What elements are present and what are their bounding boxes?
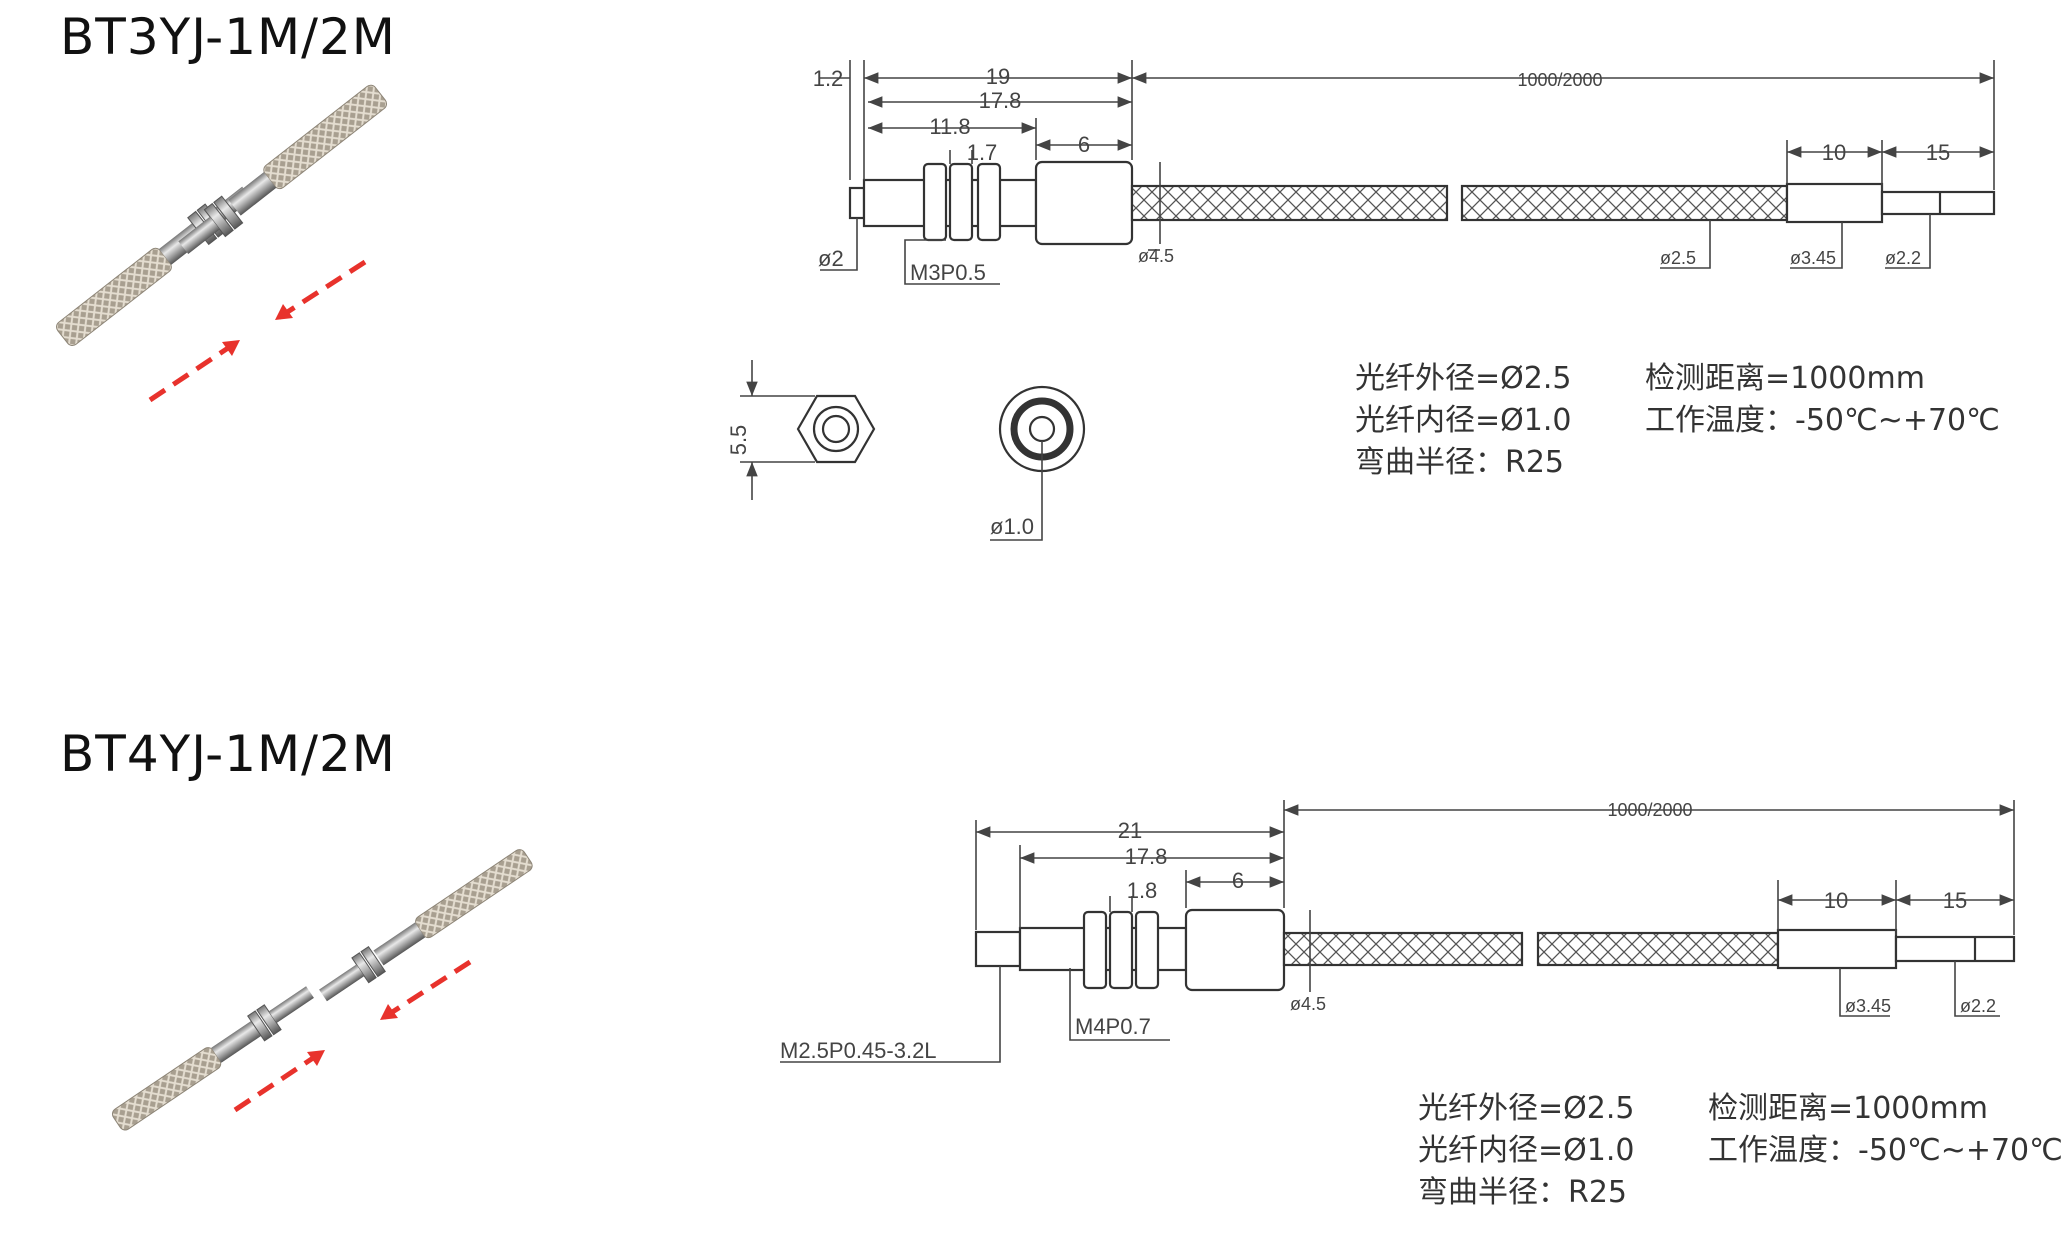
model-title-1: BT3YJ-1M/2M — [60, 8, 396, 66]
spec2-temp: 工作温度：-50℃~+70℃ — [1708, 1133, 2063, 1168]
spec-temp: 工作温度：-50℃~+70℃ — [1645, 403, 2000, 438]
spec-outer-dia: 光纤外径=Ø2.5 — [1355, 361, 1571, 396]
end-view-dims-1 — [740, 360, 1043, 541]
dim-tip: 1.2 — [813, 66, 844, 91]
dimension-labels-2: 21 1000/2000 17.8 1.8 6 10 15 ø4.5 ø3.45… — [780, 800, 1996, 1063]
dim2-end-sleeve-dia: ø3.45 — [1845, 996, 1891, 1016]
dim-hex-width: 5.5 — [726, 425, 751, 456]
dim-total-head: 19 — [986, 64, 1010, 89]
dim-cable-length: 1000/2000 — [1517, 70, 1602, 90]
dim2-body: 17.8 — [1125, 844, 1168, 869]
specs-1: 光纤外径=Ø2.5 光纤内径=Ø1.0 弯曲半径：R25 检测距离=1000mm… — [1355, 361, 2000, 480]
dim2-end-sleeve: 10 — [1824, 888, 1848, 913]
dim2-sleeve-dia: ø4.5 — [1290, 994, 1326, 1014]
dim-sleeve: 6 — [1078, 132, 1090, 157]
dim-cable-dia: ø2.5 — [1660, 248, 1696, 268]
dim-thread: 11.8 — [929, 114, 970, 139]
spec2-outer-dia: 光纤外径=Ø2.5 — [1418, 1091, 1634, 1126]
dim2-nut: 1.8 — [1127, 878, 1158, 903]
dim2-thread-spec: M4P0.7 — [1075, 1014, 1151, 1039]
dim2-end-tip: 15 — [1943, 888, 1967, 913]
dimension-labels-1: 1.2 19 1000/2000 17.8 11.8 1.7 6 10 15 ø… — [813, 64, 1951, 285]
product-photo-1 — [56, 84, 388, 403]
model-title-2: BT4YJ-1M/2M — [60, 725, 396, 783]
dim2-sleeve: 6 — [1232, 868, 1244, 893]
spec-detect-range: 检测距离=1000mm — [1645, 361, 1925, 396]
side-view-2 — [974, 908, 2016, 992]
dim-thread-spec: M3P0.5 — [910, 260, 986, 285]
end-views-1 — [796, 385, 1086, 473]
spec2-bend-radius: 弯曲半径：R25 — [1418, 1175, 1627, 1210]
dim-tip-dia: ø2 — [818, 246, 844, 271]
dim-end-sleeve: 10 — [1822, 140, 1846, 165]
dim2-total-head: 21 — [1118, 818, 1142, 843]
spec2-detect-range: 检测距离=1000mm — [1708, 1091, 1988, 1126]
dim-body: 17.8 — [979, 88, 1022, 113]
specs-2: 光纤外径=Ø2.5 光纤内径=Ø1.0 弯曲半径：R25 检测距离=1000mm… — [1418, 1091, 2063, 1210]
dimension-lines-1 — [820, 60, 1995, 285]
dim-end-tip-dia: ø2.2 — [1885, 248, 1921, 268]
spec2-inner-dia: 光纤内径=Ø1.0 — [1418, 1133, 1634, 1168]
dimension-lines-2 — [780, 800, 2015, 1063]
dim-end-sleeve-dia: ø3.45 — [1790, 248, 1836, 268]
dim2-cable-length: 1000/2000 — [1607, 800, 1692, 820]
dim-nut: 1.7 — [967, 140, 998, 165]
product-photo-2 — [111, 849, 533, 1131]
dim-core-dia: ø1.0 — [990, 514, 1034, 539]
spec-bend-radius: 弯曲半径：R25 — [1355, 445, 1564, 480]
dim2-end-tip-dia: ø2.2 — [1960, 996, 1996, 1016]
dim2-tip-spec: M2.5P0.45-3.2L — [780, 1038, 937, 1063]
side-view-1 — [848, 160, 1996, 246]
spec-inner-dia: 光纤内径=Ø1.0 — [1355, 403, 1571, 438]
end-view-labels-1: 5.5 ø1.0 — [726, 425, 1034, 539]
dim-sleeve-dia: ø4.5 — [1138, 246, 1174, 266]
dim-end-tip: 15 — [1926, 140, 1950, 165]
